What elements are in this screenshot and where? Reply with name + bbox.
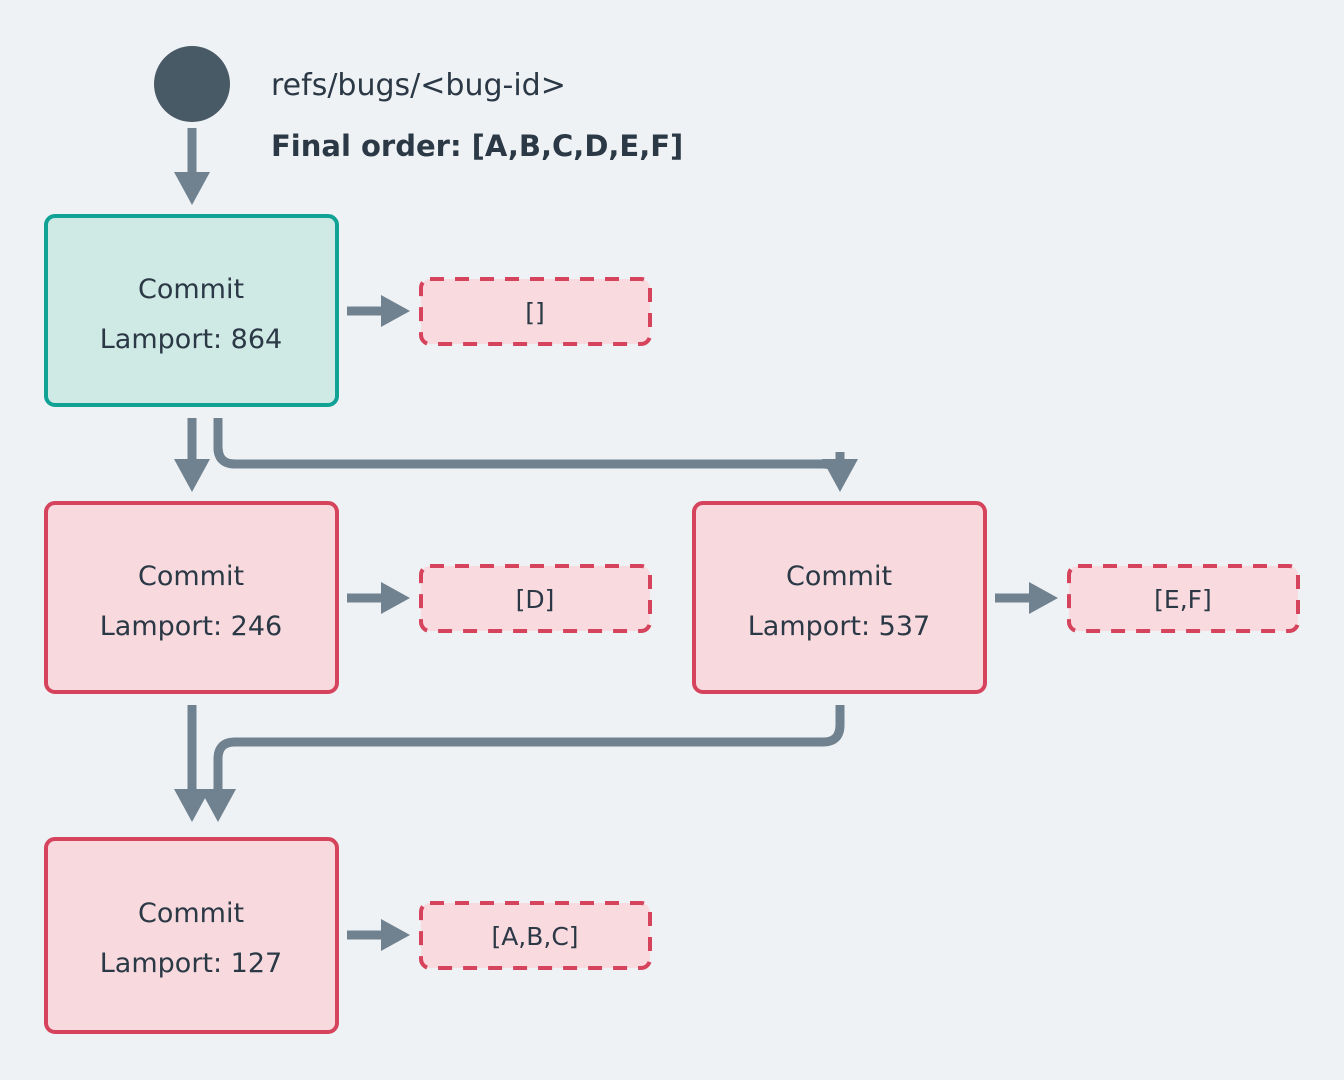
pending-label-commit-246: [D] (516, 585, 555, 614)
edge-commit-864-to-commit-537 (213, 418, 858, 492)
edge-commit-246-to-pending (347, 582, 410, 614)
edge-commit-127-to-pending (347, 919, 410, 951)
pending-label-commit-537: [E,F] (1154, 585, 1212, 614)
pending-box-commit-246[interactable] (419, 564, 652, 633)
node-commit-246-lamport: Lamport: 246 (100, 611, 282, 642)
edge-commit-246-to-commit-127 (174, 705, 210, 822)
node-commit-537-title: Commit (786, 561, 892, 592)
pending-label-commit-127: [A,B,C] (491, 922, 578, 951)
pending-label-commit-864: [] (525, 298, 545, 327)
node-commit-864[interactable] (44, 214, 339, 407)
final-order-label: Final order: [A,B,C,D,E,F] (271, 129, 683, 163)
node-commit-864-lamport: Lamport: 864 (100, 324, 282, 355)
edge-commit-864-to-commit-246 (174, 418, 210, 492)
edge-commit-864-to-pending (347, 295, 410, 327)
edge-commit-537-to-pending (995, 582, 1058, 614)
node-commit-537[interactable] (692, 501, 987, 694)
root-ref-dot (154, 46, 230, 122)
pending-box-commit-127[interactable] (419, 901, 652, 970)
node-commit-127[interactable] (44, 837, 339, 1034)
node-commit-537-lamport: Lamport: 537 (748, 611, 930, 642)
node-commit-127-lamport: Lamport: 127 (100, 948, 282, 979)
pending-box-commit-537[interactable] (1067, 564, 1300, 633)
ref-name-label: refs/bugs/<bug-id> (271, 68, 566, 103)
node-commit-127-title: Commit (138, 898, 244, 929)
node-commit-864-title: Commit (138, 274, 244, 305)
node-commit-246-title: Commit (138, 561, 244, 592)
edge-commit-537-to-commit-127 (200, 705, 845, 822)
edge-root-to-commit-864 (174, 128, 210, 205)
pending-box-commit-864[interactable] (419, 277, 652, 346)
node-commit-246[interactable] (44, 501, 339, 694)
